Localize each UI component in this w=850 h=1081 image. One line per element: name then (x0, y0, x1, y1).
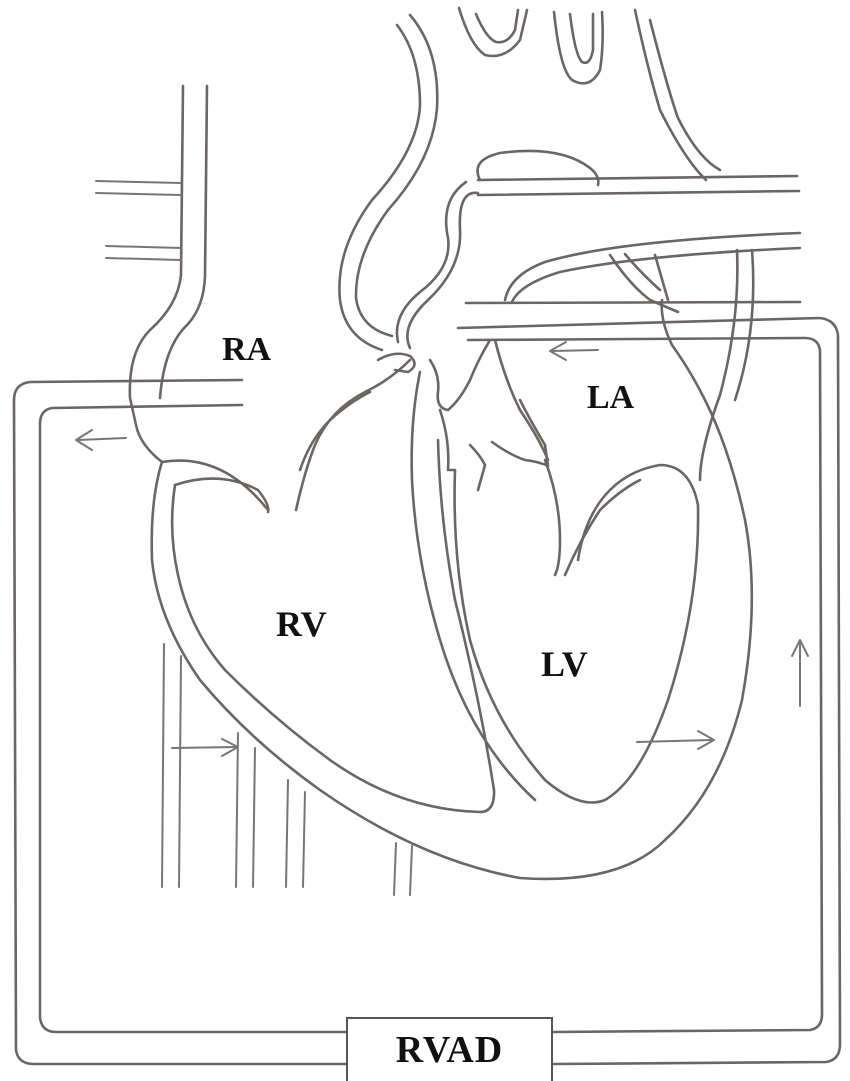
pulmonary-veins (505, 233, 800, 480)
rvad-device-box: RVAD (346, 1017, 553, 1081)
left-atrium-label: LA (587, 381, 634, 415)
arrow-right-icon (172, 739, 238, 756)
rvad-circuit (14, 302, 840, 1064)
left-ventricle-label: LV (541, 646, 588, 682)
right-ventricle-label: RV (276, 606, 327, 642)
left-ventricle-wall (412, 372, 698, 803)
lower-vessels (162, 644, 412, 895)
left-side-vessels (96, 181, 181, 260)
arrow-left-icon (550, 342, 598, 360)
arrow-up-icon (792, 640, 808, 706)
arrow-left-icon (76, 430, 126, 450)
right-heart-wall (152, 300, 752, 879)
rvad-label: RVAD (396, 1028, 504, 1072)
valve-structures (296, 340, 640, 575)
right-atrium-label: RA (222, 333, 271, 367)
